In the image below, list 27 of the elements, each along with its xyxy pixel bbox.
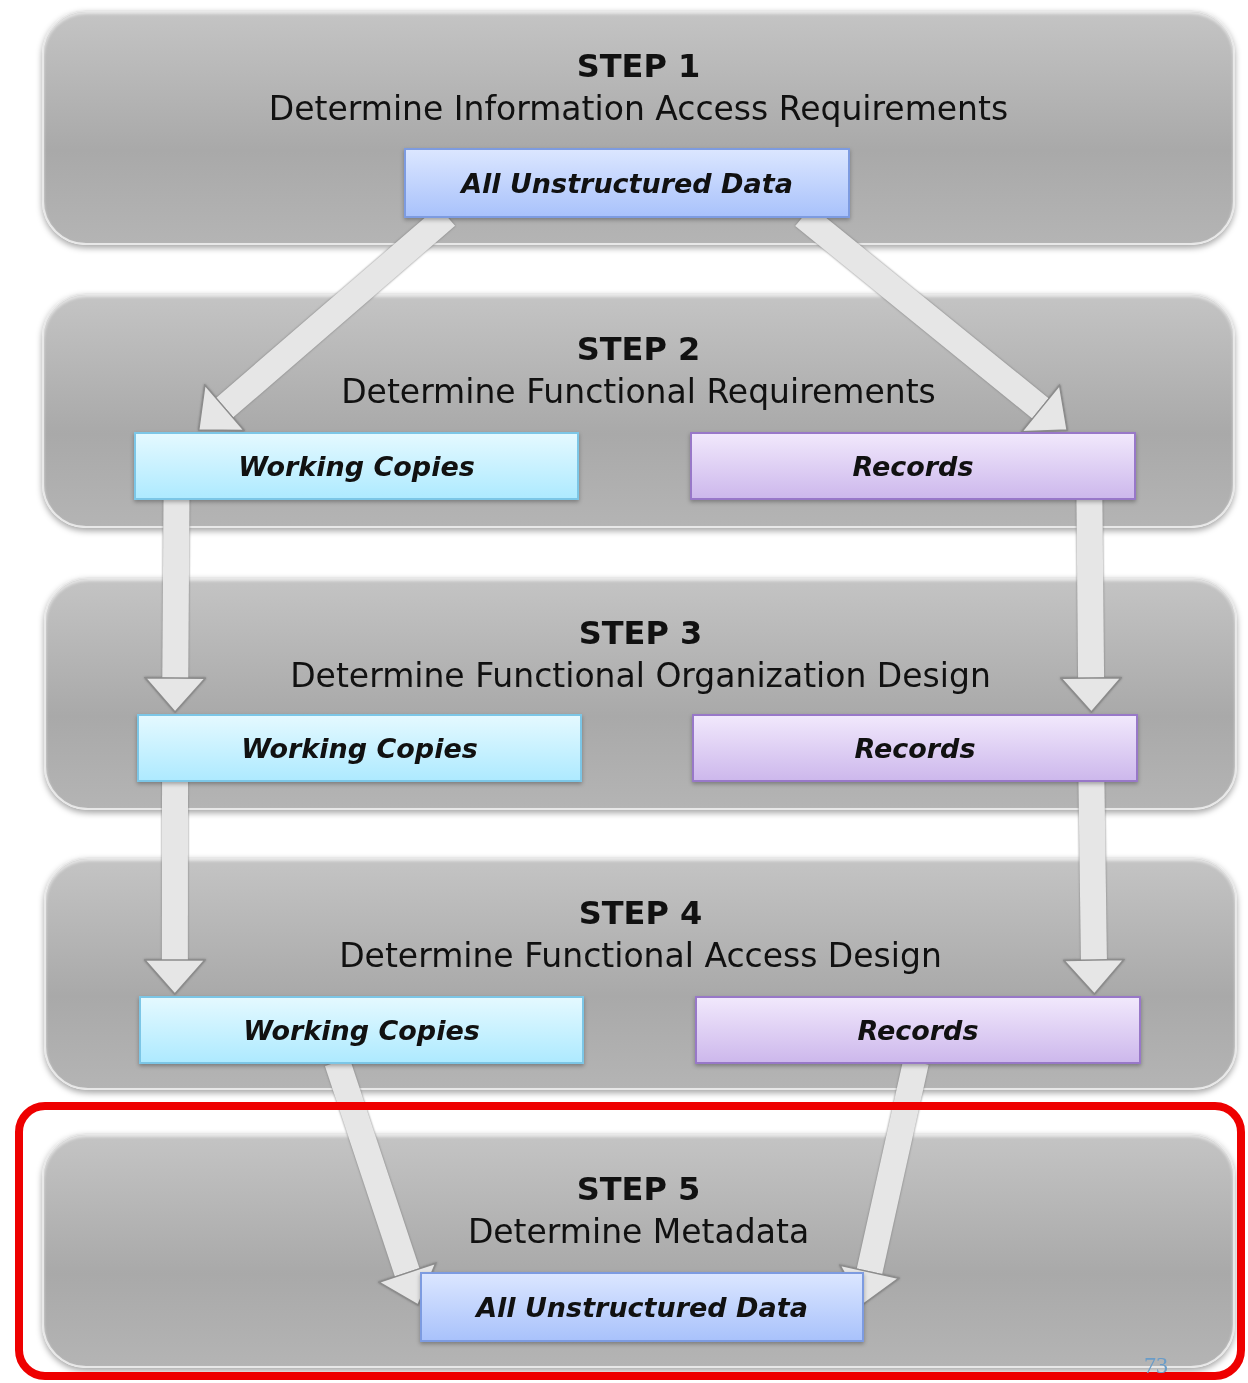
- step-title: Determine Functional Organization Design: [290, 655, 991, 697]
- label-box: Records: [692, 714, 1138, 782]
- step-panel: [44, 577, 1237, 810]
- step-heading: STEP 4: [578, 893, 703, 933]
- step-panel: [42, 10, 1235, 245]
- step-heading: STEP 5: [576, 1169, 701, 1209]
- label-box: Working Copies: [139, 996, 584, 1064]
- label-box: Working Copies: [137, 714, 582, 782]
- label-box: Working Copies: [134, 432, 579, 500]
- step-panel: [42, 293, 1235, 528]
- label-box: Records: [690, 432, 1136, 500]
- label-box: All Unstructured Data: [404, 148, 850, 218]
- block-arrow: [144, 780, 206, 995]
- step-title: Determine Functional Access Design: [339, 935, 942, 977]
- block-arrow: [1060, 497, 1122, 713]
- step-title: Determine Information Access Requirements: [268, 88, 1009, 130]
- step-heading: STEP 2: [576, 329, 701, 369]
- step-title: Determine Functional Requirements: [341, 371, 936, 413]
- step-heading: STEP 3: [578, 613, 703, 653]
- block-arrow: [144, 497, 207, 713]
- step-heading: STEP 1: [576, 46, 701, 86]
- step-panel: [44, 857, 1237, 1090]
- label-box: Records: [695, 996, 1141, 1064]
- step-title: Determine Metadata: [467, 1211, 810, 1253]
- block-arrow: [1063, 779, 1125, 995]
- page-number: 73: [1144, 1352, 1168, 1379]
- label-box: All Unstructured Data: [420, 1272, 864, 1342]
